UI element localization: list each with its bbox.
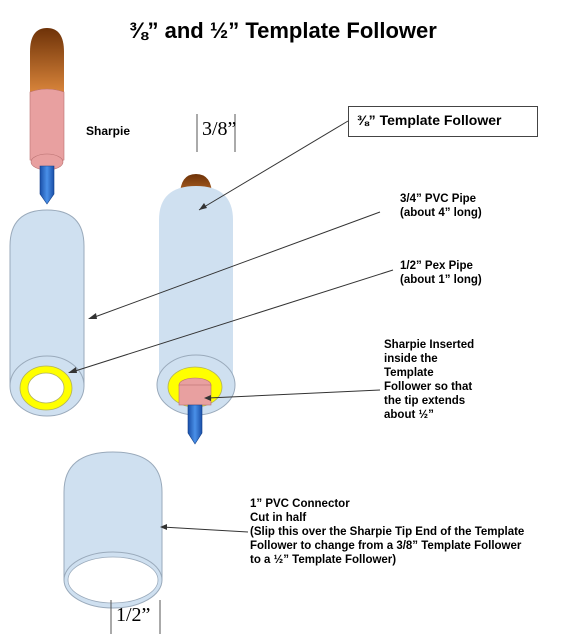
sharpie-inserted-label: Sharpie Inserted inside the Template Fol… [384,339,475,421]
leader-connector [161,526,249,533]
sharpie [29,28,65,205]
leader-arrow [204,395,211,401]
sharpie-tip [39,165,55,205]
leader-sharpie-inserted [207,389,381,399]
leader-template-follower [198,120,349,211]
sharpie-body [29,88,65,164]
pvc-pipe-label: 3/4” PVC Pipe (about 4” long) [400,193,482,219]
leader-arrow [199,203,207,210]
pvc-connector [63,451,163,609]
leader-pvc-pipe [91,211,381,319]
follower-sharpie-tip [187,404,203,445]
pex-pipe-label: 1/2” Pex Pipe (about 1” long) [400,260,482,286]
connector-hole [67,556,159,604]
follower-sharpie-body [178,384,212,406]
follower-pipe-body [159,186,233,385]
page-title: ⅜” and ½” Template Follower [129,18,437,43]
sharpie-label: Sharpie [86,124,131,138]
leader-pex-pipe [71,269,394,373]
leader-arrow [160,524,167,530]
three-eighths-fraction: 3/8” [202,118,237,140]
connector-body [63,451,163,581]
connector-label: 1” PVC Connector Cut in half (Slip this … [250,498,525,566]
pvc-pipe-left [9,209,85,417]
template-follower [156,174,236,445]
template-follower-box: ⅜” Template Follower [348,106,538,137]
leader-arrow [88,313,97,319]
pex-ring-hole [27,372,65,404]
pvc-pipe-body [9,209,85,387]
half-fraction: 1/2” [116,604,151,626]
sharpie-cap [30,28,64,92]
leader-arrow [68,367,77,373]
